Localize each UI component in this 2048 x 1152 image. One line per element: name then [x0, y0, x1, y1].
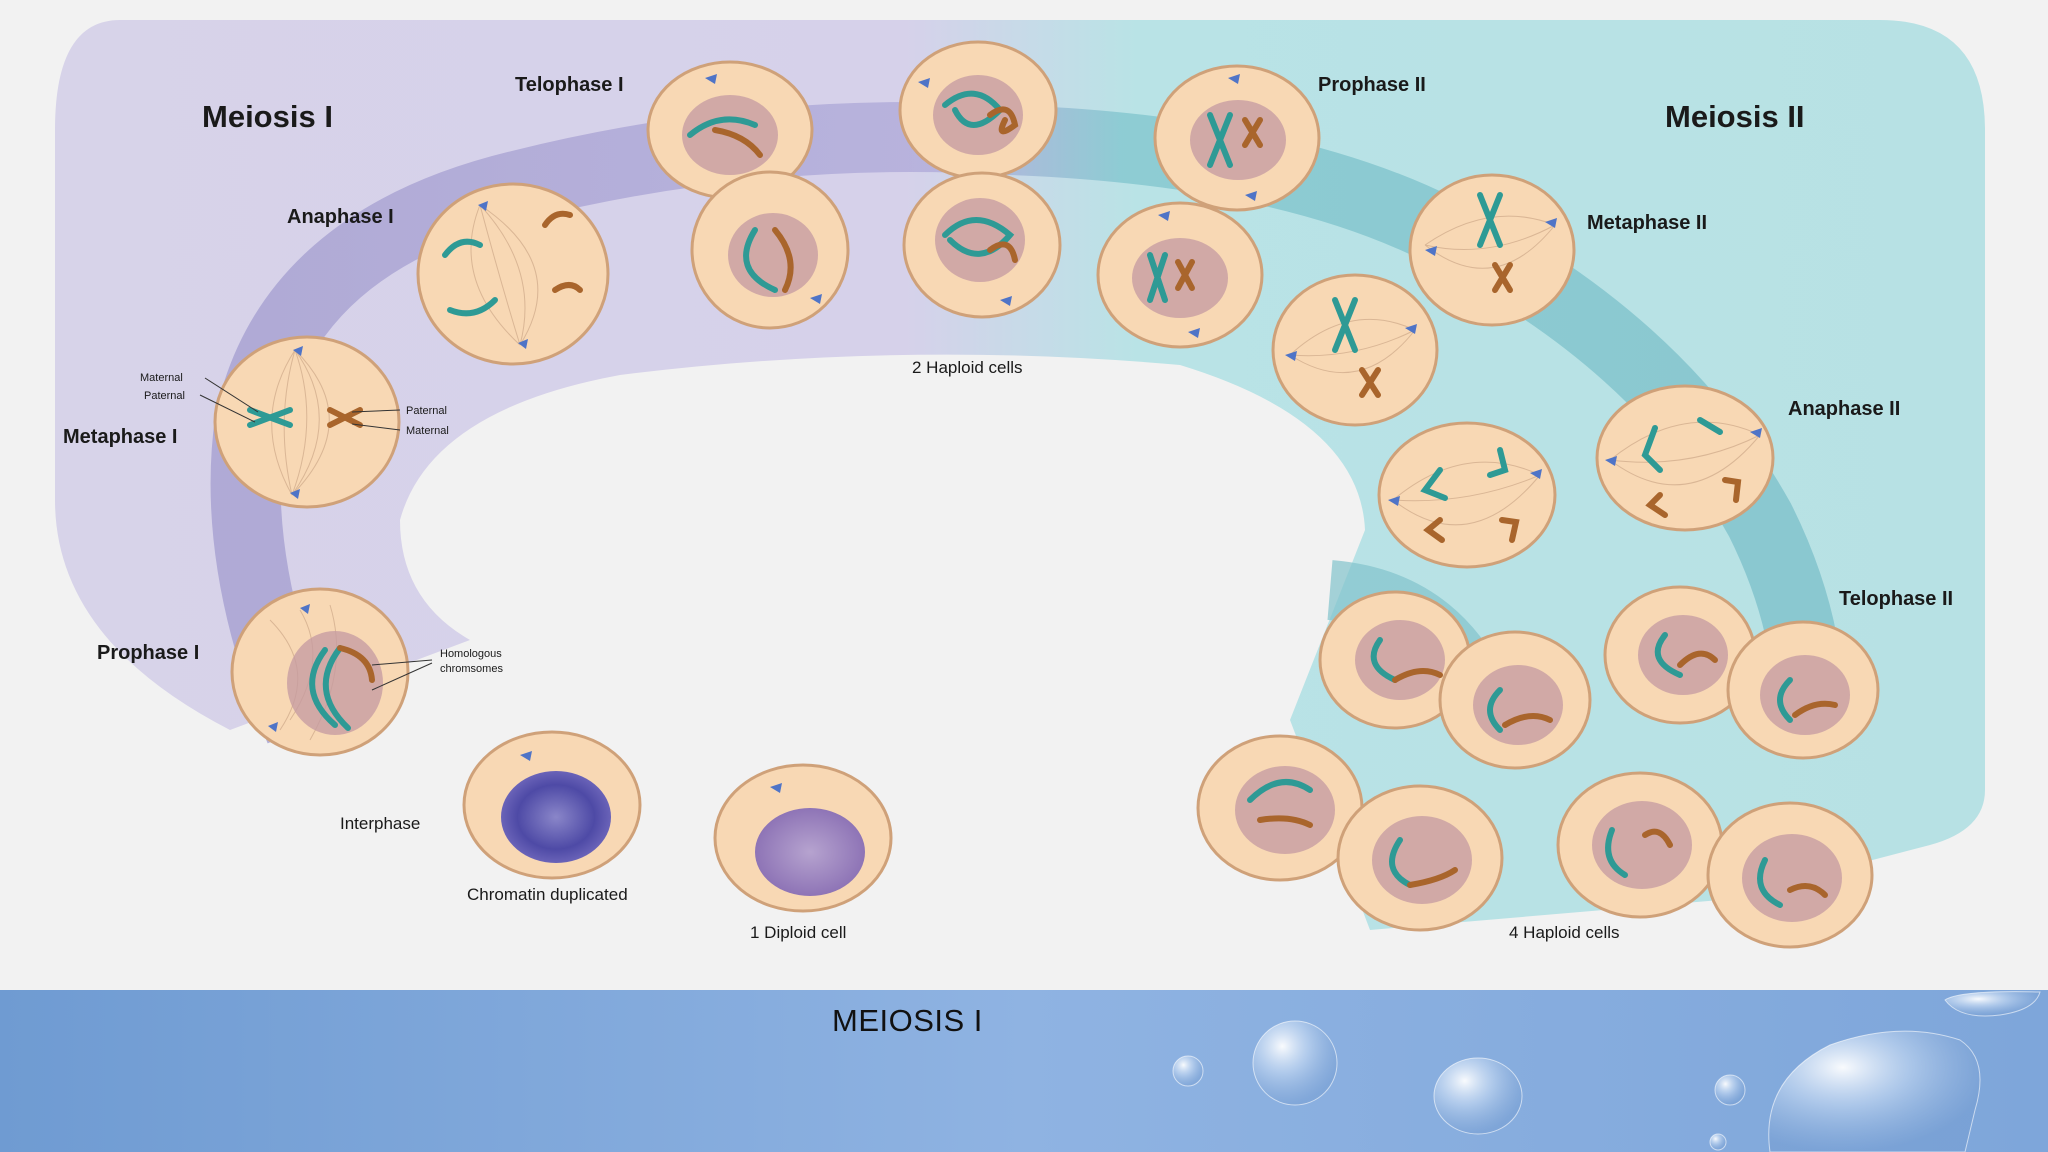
- diploid-cell-label: 1 Diploid cell: [750, 923, 846, 942]
- meiosis-1-title: Meiosis I: [202, 99, 333, 134]
- metaphase-1-cell: [213, 335, 401, 509]
- interphase-label: Interphase: [340, 814, 420, 833]
- metaphase-pointers: [199, 377, 401, 431]
- telophase-1-label: Telophase I: [515, 74, 624, 96]
- homologous-pointer: [371, 659, 433, 691]
- anaphase-2-label: Anaphase II: [1788, 398, 1900, 420]
- slide-title: MEIOSIS I: [832, 1003, 983, 1038]
- prophase-2-label: Prophase II: [1318, 74, 1426, 96]
- anaphase-1-label: Anaphase I: [287, 206, 394, 228]
- prophase-1-cell: [230, 587, 410, 757]
- haploid-cells-2: [898, 40, 1062, 319]
- diploid-cell: [713, 763, 893, 913]
- anaphase-1-cell: [416, 182, 610, 366]
- two-haploid-cells-label: 2 Haploid cells: [912, 358, 1023, 377]
- haploid-cells-4: [1196, 734, 1874, 949]
- footer-band: [0, 990, 2048, 1152]
- metaphase-2-label: Metaphase II: [1587, 212, 1707, 234]
- anaphase-2-cells: [1377, 384, 1775, 569]
- metaphase-2-cells: [1271, 173, 1576, 427]
- homologous-label-1: Homologous: [440, 648, 502, 660]
- telophase-1-cell: [646, 60, 850, 330]
- telophase-2-label: Telophase II: [1839, 588, 1953, 610]
- meiosis-2-title: Meiosis II: [1665, 99, 1805, 134]
- chromatin-duplicated-label: Chromatin duplicated: [467, 885, 628, 904]
- paternal-left-label: Paternal: [144, 390, 185, 402]
- metaphase-1-label: Metaphase I: [63, 426, 177, 448]
- maternal-left-label: Maternal: [140, 372, 183, 384]
- four-haploid-cells-label: 4 Haploid cells: [1509, 923, 1620, 942]
- prophase-2-cells: [1096, 64, 1321, 349]
- prophase-1-label: Prophase I: [97, 642, 199, 664]
- maternal-right-label: Maternal: [406, 425, 449, 437]
- telophase-2-cells: [1318, 585, 1880, 770]
- paternal-right-label: Paternal: [406, 405, 447, 417]
- homologous-label-2: chromsomes: [440, 663, 503, 675]
- interphase-cell: [462, 730, 642, 880]
